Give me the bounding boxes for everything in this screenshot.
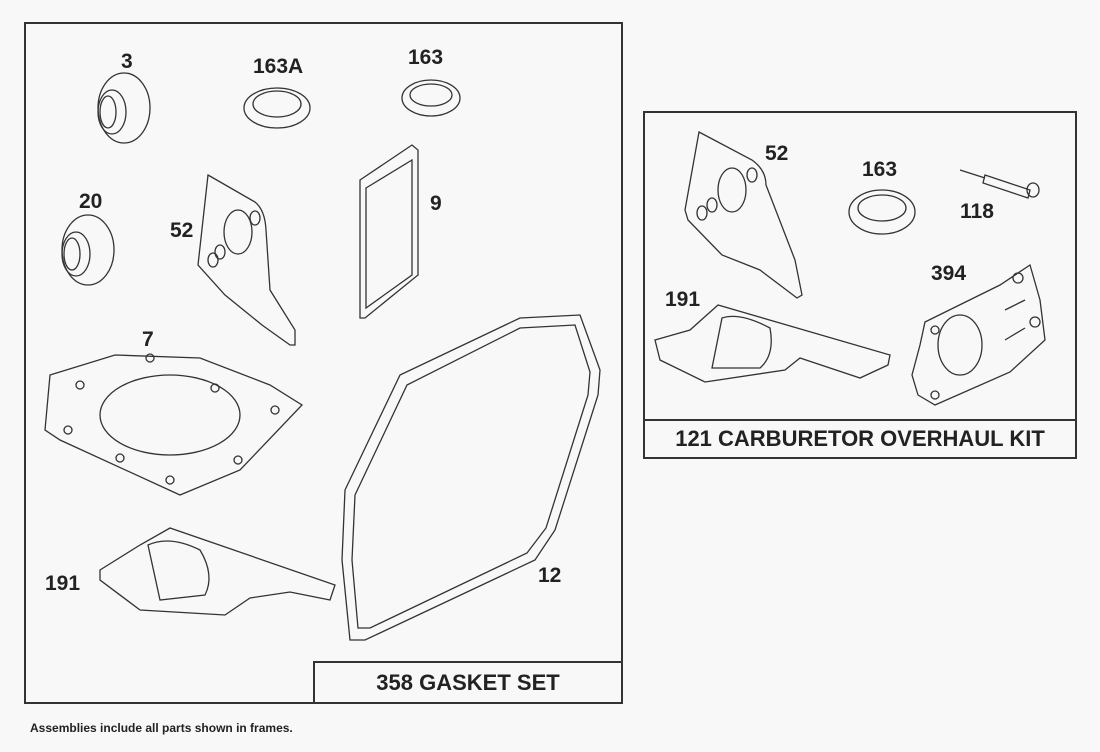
carb-ring-part-163[interactable]: [848, 189, 916, 235]
carburetor-kit-label: 121 CARBURETOR OVERHAUL KIT: [643, 419, 1077, 459]
carb-part-number-163: 163: [862, 158, 898, 181]
carb-gasket-part-394[interactable]: [911, 263, 1046, 406]
carb-part-number-394: 394: [931, 262, 967, 285]
carb-part-number-118: 118: [960, 200, 994, 223]
part-number-3: 3: [121, 50, 133, 73]
gasket-part-9[interactable]: [359, 144, 419, 319]
gasket-part-7[interactable]: [44, 353, 304, 496]
part-number-7: 7: [142, 328, 154, 351]
carb-part-number-191: 191: [665, 288, 701, 311]
seal-part-20[interactable]: [61, 214, 115, 286]
part-number-163: 163: [408, 46, 444, 69]
seal-part-3[interactable]: [97, 72, 151, 144]
gasket-part-52[interactable]: [197, 173, 296, 346]
part-number-52: 52: [170, 219, 194, 242]
carb-gasket-part-191[interactable]: [654, 304, 891, 383]
part-number-9: 9: [430, 192, 442, 215]
part-number-20: 20: [79, 190, 103, 213]
carb-part-number-52: 52: [765, 142, 789, 165]
gasket-part-191[interactable]: [99, 527, 336, 616]
needle-screw-part-118[interactable]: [959, 169, 1040, 199]
ring-part-163[interactable]: [401, 79, 461, 117]
part-number-12: 12: [538, 564, 562, 587]
part-number-191: 191: [45, 572, 81, 595]
carb-gasket-part-52[interactable]: [684, 131, 803, 299]
footnote: Assemblies include all parts shown in fr…: [30, 721, 293, 735]
ring-part-163a[interactable]: [243, 87, 311, 129]
part-number-163a: 163A: [253, 55, 304, 78]
gasket-set-label: 358 GASKET SET: [313, 661, 623, 704]
gasket-part-12[interactable]: [341, 314, 601, 641]
